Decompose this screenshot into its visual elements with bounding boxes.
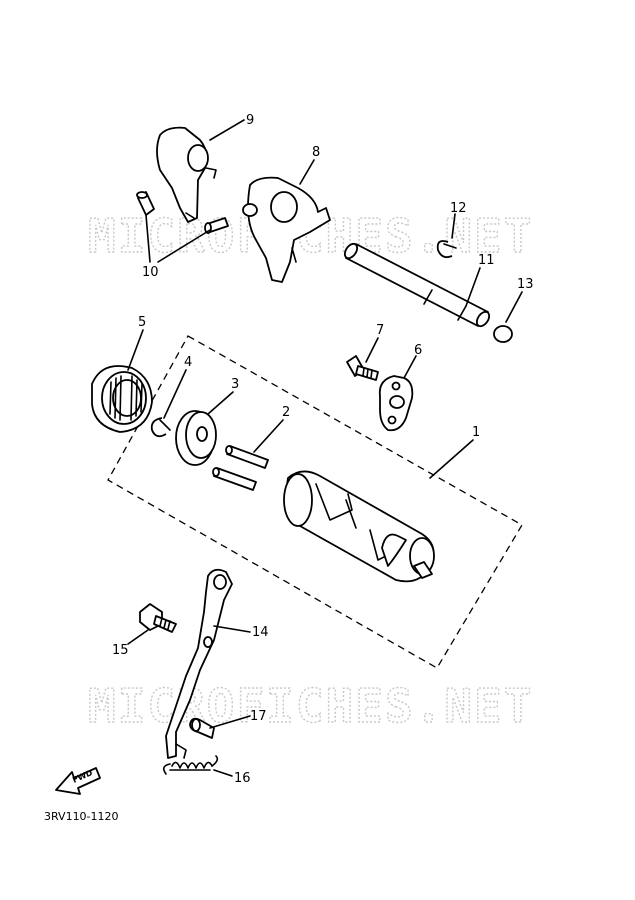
pin-17[interactable] [189, 717, 215, 739]
circlip-12[interactable] [436, 240, 457, 259]
label-part-17: 17 [250, 709, 267, 724]
label-part-3: 3 [231, 377, 239, 392]
bolt-15[interactable] [139, 603, 177, 633]
label-part-9: 9 [246, 113, 254, 128]
leader-lines [127, 119, 523, 777]
label-part-5: 5 [138, 315, 146, 330]
shift-fork-9[interactable] [156, 126, 217, 223]
bearing-5[interactable] [91, 365, 153, 433]
label-part-6: 6 [414, 343, 422, 358]
fork-shaft-11[interactable] [342, 242, 491, 329]
circlip-4[interactable] [150, 417, 171, 438]
shift-drum-1[interactable] [283, 470, 435, 583]
pins-2[interactable] [212, 445, 269, 491]
diagram-code: 3RV110-1120 [44, 810, 119, 823]
segment-6[interactable] [378, 375, 414, 432]
label-part-16: 16 [234, 771, 251, 786]
watermark-bottom: MICROFICHES.NET [88, 679, 533, 733]
label-part-10: 10 [142, 265, 159, 280]
label-part-8: 8 [312, 145, 320, 160]
label-part-13: 13 [517, 277, 534, 292]
label-part-1: 1 [472, 425, 480, 440]
assembly-outline [107, 335, 523, 669]
label-part-2: 2 [282, 405, 290, 420]
o-ring-13[interactable] [493, 325, 513, 343]
spring-16[interactable] [162, 755, 219, 775]
bolt-7[interactable] [346, 355, 379, 381]
shift-fork-8[interactable] [242, 176, 331, 283]
label-part-4: 4 [184, 355, 192, 370]
label-part-14: 14 [252, 625, 269, 640]
stopper-lever-14[interactable] [165, 568, 233, 759]
fwd-arrow: FWD [55, 767, 101, 795]
label-part-11: 11 [478, 253, 495, 268]
washer-3[interactable] [175, 410, 217, 466]
guide-pins-10[interactable] [136, 191, 229, 234]
label-part-7: 7 [376, 323, 384, 338]
label-part-12: 12 [450, 201, 467, 216]
label-part-15: 15 [112, 643, 129, 658]
